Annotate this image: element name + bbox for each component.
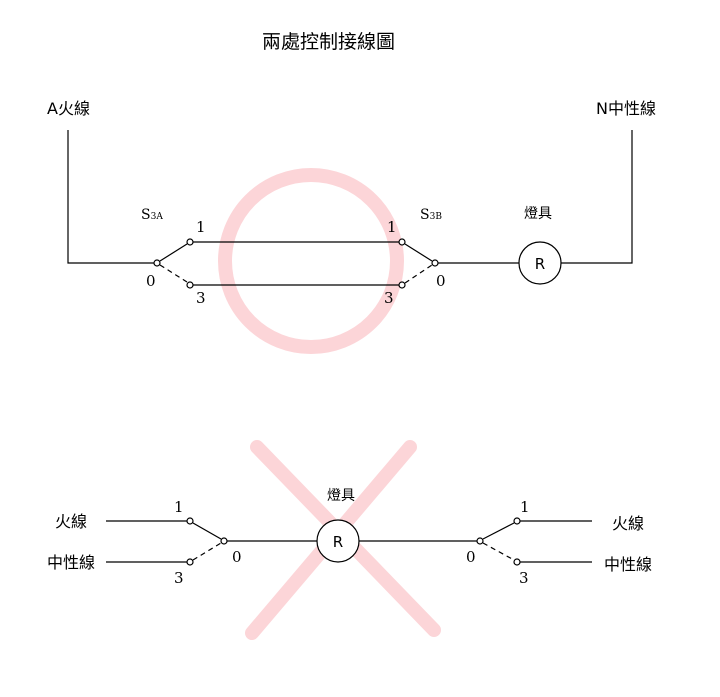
switch-a-label-0: 0 (146, 272, 156, 290)
live-wire (67, 130, 154, 264)
right-label-1: 1 (520, 498, 530, 516)
left-label-3: 3 (174, 569, 184, 587)
diagram-title: 兩處控制接線圖 (262, 31, 395, 53)
bottom-lamp-symbol-text: R (333, 533, 343, 551)
live-wire-label: A火線 (47, 99, 90, 118)
switch-b-alt-blade (404, 264, 433, 284)
right-label-0: 0 (466, 548, 476, 566)
right-switch-alt-blade (482, 542, 515, 561)
switch-b-terminal-1 (398, 238, 406, 246)
lamp-symbol-text: R (535, 255, 545, 273)
right-label-3: 3 (519, 569, 529, 587)
switch-b-name: S3B (420, 207, 442, 223)
left-neutral-label: 中性線 (47, 553, 95, 572)
switch-a-terminal-3 (186, 281, 194, 289)
left-terminal-1 (186, 517, 194, 525)
switch-b-label-1: 1 (387, 218, 397, 236)
switch-a-terminal-0 (153, 259, 161, 267)
lamp-label: 燈具 (524, 206, 552, 222)
switch-a-blade (159, 243, 188, 262)
correct-circle-mark (218, 168, 404, 354)
switch-a-alt-blade (159, 264, 188, 283)
right-terminal-3 (513, 558, 521, 566)
right-switch-blade (482, 522, 515, 540)
right-live-label: 火線 (612, 514, 644, 533)
left-switch-blade (192, 522, 222, 540)
switch-a-name: S3A (141, 207, 163, 223)
switch-a-terminal-1 (186, 238, 194, 246)
switch-b-label-0: 0 (436, 272, 446, 290)
left-switch-alt-blade (192, 542, 222, 561)
switch-b-terminal-3 (398, 281, 406, 289)
switch-b-terminal-0 (431, 259, 439, 267)
right-terminal-1 (513, 517, 521, 525)
lamp-symbol (518, 241, 562, 285)
left-label-0: 0 (232, 548, 242, 566)
switch-a-label-1: 1 (196, 218, 206, 236)
neutral-wire (561, 130, 633, 264)
neutral-wire-label: N中性線 (596, 99, 656, 118)
left-terminal-0 (220, 537, 228, 545)
bottom-lamp-label: 燈具 (327, 488, 355, 504)
bottom-lamp-symbol (316, 519, 360, 563)
left-terminal-3 (186, 558, 194, 566)
right-terminal-0 (476, 537, 484, 545)
switch-a-label-3: 3 (196, 289, 206, 307)
left-live-label: 火線 (55, 512, 87, 531)
left-label-1: 1 (174, 498, 184, 516)
right-neutral-label: 中性線 (604, 555, 652, 574)
switch-b-label-3: 3 (384, 289, 394, 307)
switch-b-blade (404, 243, 433, 262)
